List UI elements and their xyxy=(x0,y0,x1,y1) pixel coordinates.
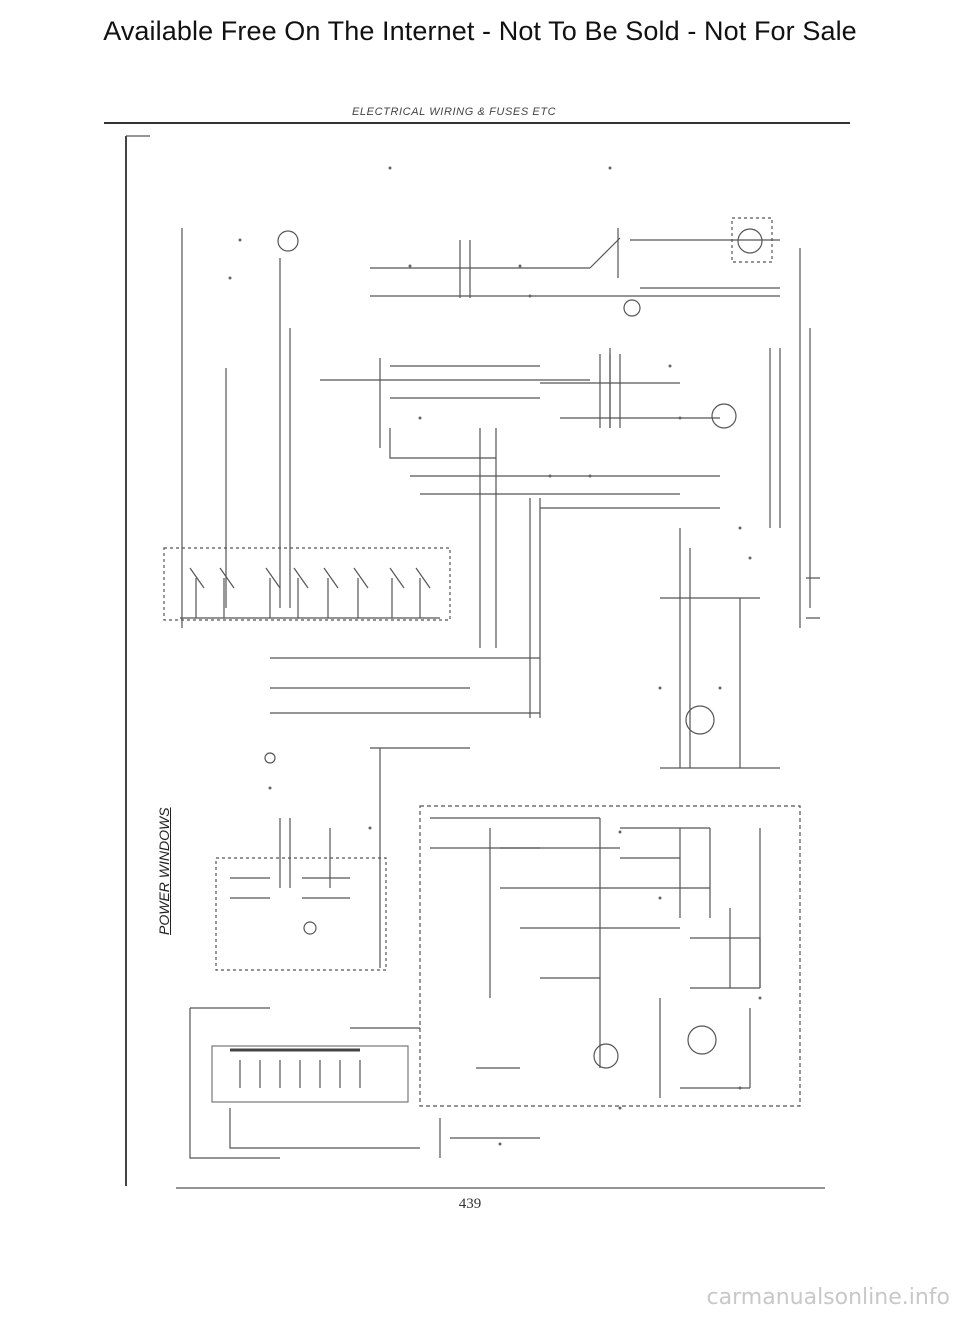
heading-rule xyxy=(104,122,850,124)
footer-watermark: carmanualsonline.info xyxy=(706,1285,950,1310)
banner-text: Available Free On The Internet - Not To … xyxy=(103,16,857,46)
page-heading: ELECTRICAL WIRING & FUSES ETC xyxy=(352,106,557,118)
page-number: 439 xyxy=(458,1196,482,1212)
wiring-diagram xyxy=(125,135,825,1189)
diagram-side-title: POWER WINDOWS xyxy=(156,807,172,935)
